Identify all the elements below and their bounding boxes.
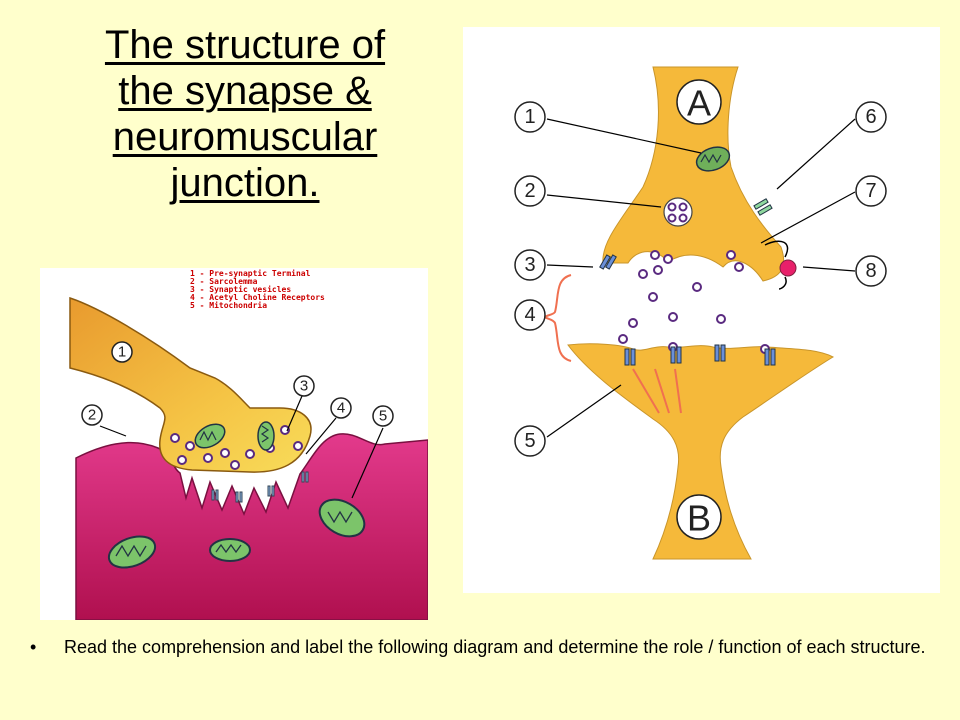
marker-2: 2 [81, 404, 103, 426]
marker-2: 2 [514, 175, 546, 207]
title-line-2: the synapse & [118, 69, 372, 113]
muscle-mitochondria [107, 498, 366, 569]
reuptake-arrow [764, 240, 789, 290]
label-b: B [676, 494, 722, 540]
svg-text:5: 5 [524, 430, 535, 452]
svg-text:1: 1 [118, 344, 126, 361]
legend-item-2: 2 - Sarcolemma [190, 277, 258, 286]
marker-1: 1 [111, 341, 133, 363]
svg-text:4: 4 [524, 304, 535, 326]
neuron-a [602, 66, 785, 282]
vesicle-cluster [663, 197, 693, 227]
legend-item-1: 1 - Pre-synaptic Terminal [190, 268, 311, 278]
svg-text:7: 7 [865, 180, 876, 202]
marker-3: 3 [514, 249, 546, 281]
marker-4: 4 [330, 397, 352, 419]
marker-7: 7 [855, 175, 887, 207]
svg-text:3: 3 [524, 254, 535, 276]
nmj-svg: 1 - Pre-synaptic Terminal 2 - Sarcolemma… [69, 268, 428, 620]
svg-text:8: 8 [865, 260, 876, 282]
slide-title: The structure of the synapse & neuromusc… [60, 22, 430, 206]
legend-item-5: 5 - Mitochondria [190, 300, 267, 310]
svg-text:A: A [687, 83, 711, 124]
svg-text:2: 2 [524, 180, 535, 202]
mitochondrion [695, 146, 731, 172]
enzyme [779, 259, 797, 277]
marker-3: 3 [293, 375, 315, 397]
synapse-pointer-arrows [546, 118, 856, 438]
svg-text:1: 1 [524, 106, 535, 128]
presynaptic-terminal [69, 296, 312, 473]
synapse-diagram: A B [463, 27, 940, 593]
muscle-fiber [75, 433, 428, 620]
instruction-text: Read the comprehension and label the fol… [64, 637, 926, 657]
nmj-diagram: 1 - Pre-synaptic Terminal 2 - Sarcolemma… [40, 268, 428, 620]
instruction-bullet: • Read the comprehension and label the f… [30, 637, 930, 658]
svg-text:3: 3 [300, 378, 308, 395]
terminal-mitochondria [194, 421, 275, 451]
marker-4: 4 [514, 299, 546, 331]
neuron-b [567, 343, 835, 560]
nmj-pointer-arrows [99, 395, 384, 499]
marker-5: 5 [514, 425, 546, 457]
synapse-svg: A B [514, 66, 887, 560]
cleft-bracket [543, 274, 572, 362]
svg-text:5: 5 [379, 408, 387, 425]
marker-1: 1 [514, 101, 546, 133]
signal-arrows [632, 368, 682, 414]
marker-5: 5 [372, 405, 394, 427]
legend-item-3: 3 - Synaptic vesicles [190, 284, 291, 294]
label-a: A [676, 79, 722, 125]
marker-6: 6 [855, 101, 887, 133]
title-line-1: The structure of [104, 23, 386, 67]
title-line-3: neuromuscular [112, 115, 378, 159]
svg-text:6: 6 [865, 106, 876, 128]
bullet-symbol: • [30, 637, 37, 657]
legend-item-4: 4 - Acetyl Choline Receptors [190, 292, 325, 302]
receptors [599, 198, 776, 366]
ach-receptors [211, 471, 309, 503]
svg-text:B: B [687, 498, 711, 539]
cleft-vesicles [618, 250, 770, 354]
title-line-4: junction. [170, 161, 320, 205]
marker-8: 8 [855, 255, 887, 287]
svg-text:2: 2 [88, 407, 96, 424]
svg-text:4: 4 [337, 400, 345, 417]
